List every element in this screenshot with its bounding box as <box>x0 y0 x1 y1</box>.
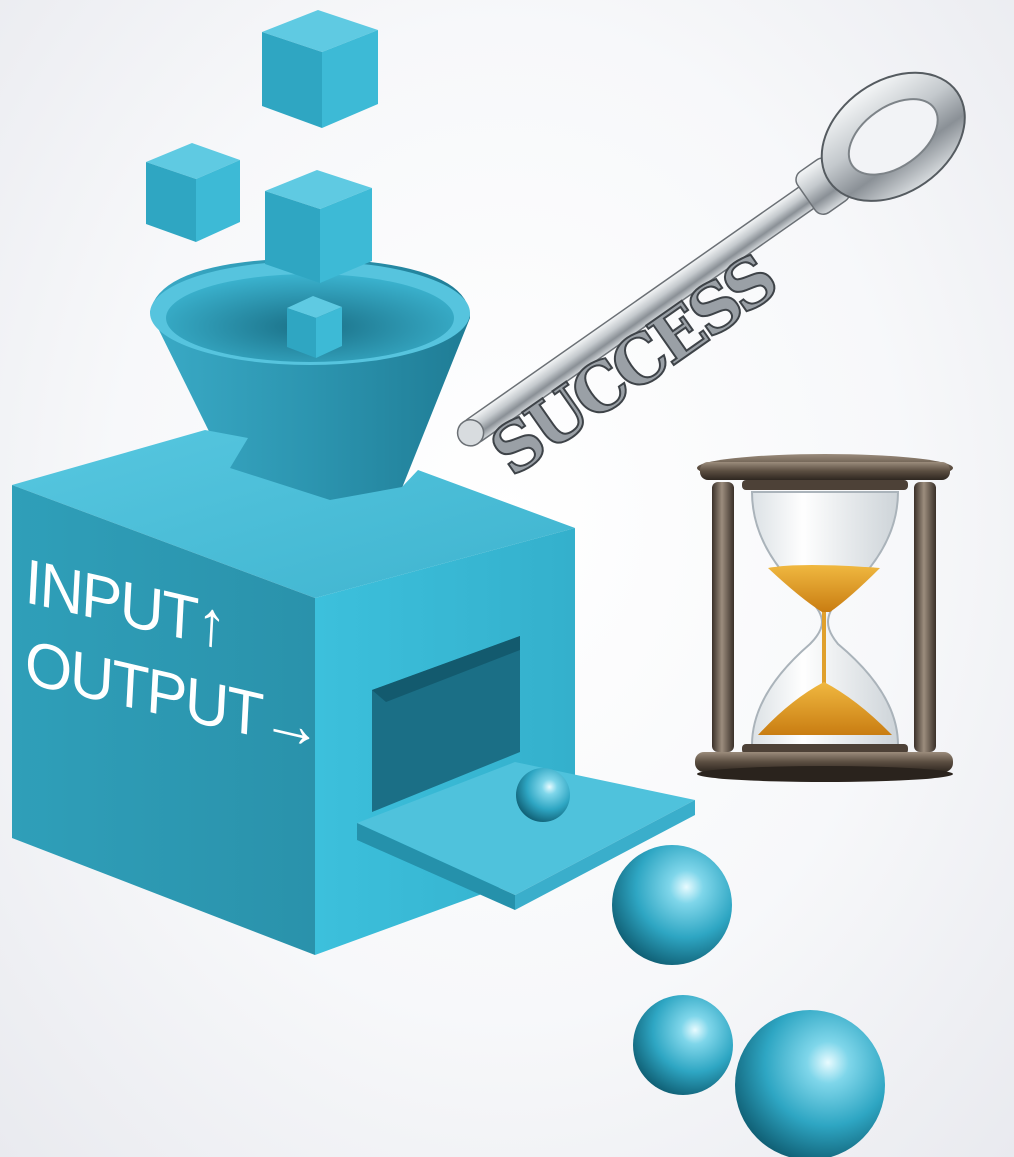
ball-large-1 <box>612 845 732 965</box>
cube-middle <box>265 170 372 283</box>
ball-on-tray <box>516 768 570 822</box>
hourglass <box>695 454 953 782</box>
key-bit-text: SUCCESS <box>477 240 789 491</box>
cube-left <box>146 143 240 242</box>
success-key: SUCCESS <box>456 71 966 492</box>
ball-large-2 <box>735 1010 885 1157</box>
ball-medium <box>633 995 733 1095</box>
cube-top <box>262 10 378 128</box>
machine-box <box>12 430 695 955</box>
cube-small <box>287 296 342 358</box>
